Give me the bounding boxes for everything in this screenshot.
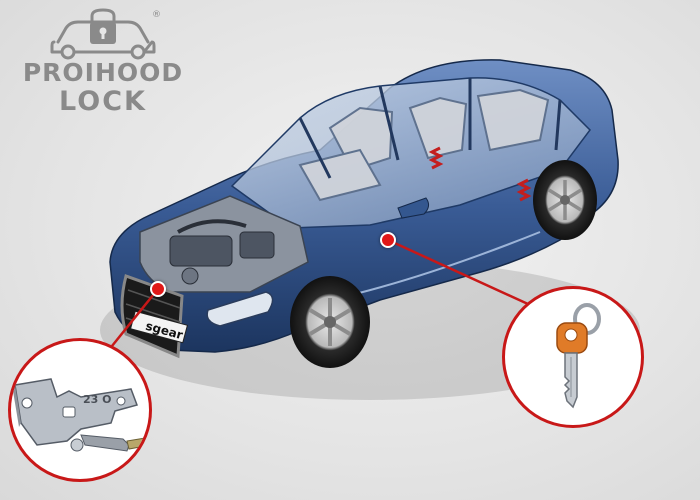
brand-logo: ® PROIHOOD LOCK <box>18 8 188 117</box>
interior-seats <box>298 88 550 202</box>
hood-lock-bracket-icon: 23 O <box>13 378 149 452</box>
registered-mark: ® <box>152 10 161 20</box>
logo-line-2: LOCK <box>59 86 147 117</box>
bracket-stamp: 23 O <box>83 393 112 406</box>
logo-line-1: PROIHOOD <box>22 58 184 87</box>
front-wheel <box>290 276 370 368</box>
engine <box>169 219 275 285</box>
callout-line-hood <box>111 288 159 347</box>
rear-wheel <box>533 160 597 240</box>
hood-lock-marker <box>150 281 166 297</box>
roof-pillars <box>298 78 562 179</box>
callout-ignition-key <box>502 286 644 428</box>
callout-line-key <box>387 238 529 306</box>
car-lock-icon <box>50 8 156 60</box>
side-mirror <box>397 197 430 219</box>
callout-hood-lock: 23 O <box>8 338 152 482</box>
headlight <box>206 291 274 327</box>
ignition-marker <box>380 232 396 248</box>
key-icon <box>556 303 601 409</box>
